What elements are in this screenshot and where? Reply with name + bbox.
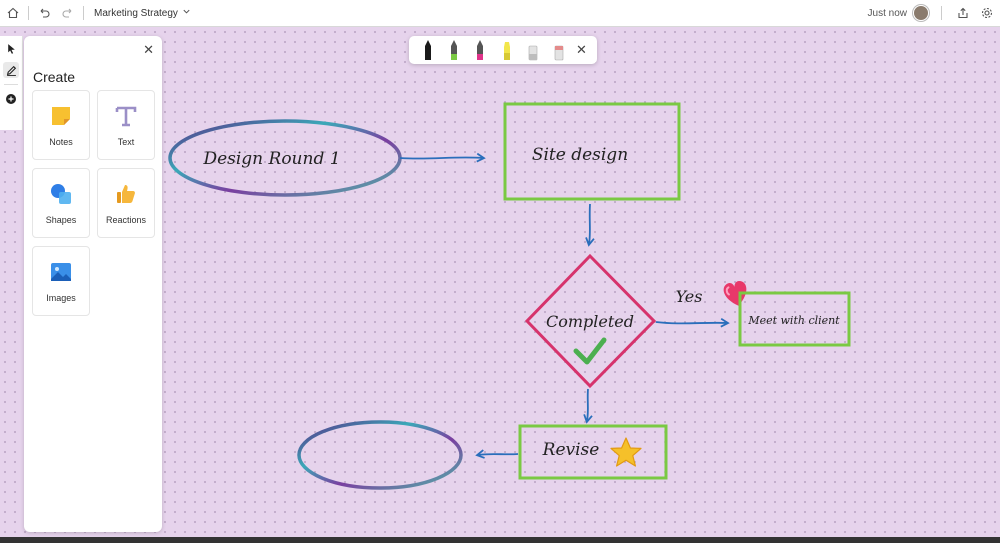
arrow-connector[interactable] — [399, 152, 486, 163]
arrow-connector[interactable] — [475, 449, 519, 459]
create-notes-button[interactable]: Notes — [32, 90, 90, 160]
card-label: Notes — [49, 137, 73, 147]
completed-diamond[interactable]: Completed — [524, 253, 657, 389]
undo-icon[interactable] — [35, 4, 53, 22]
arrow-connector[interactable] — [585, 203, 595, 247]
card-label: Text — [117, 137, 135, 147]
image-icon — [48, 259, 74, 285]
card-label: Shapes — [45, 215, 77, 225]
share-icon[interactable] — [954, 4, 972, 22]
whiteboard-canvas[interactable] — [0, 27, 1000, 537]
divider — [941, 6, 942, 20]
close-icon[interactable]: ✕ — [143, 42, 154, 57]
pen-toolbar: ✕ — [409, 36, 597, 64]
sticky-note-icon — [48, 103, 74, 129]
create-shapes-button[interactable]: Shapes — [32, 168, 90, 238]
pointer-icon[interactable] — [3, 40, 19, 56]
add-circle-icon[interactable] — [3, 91, 19, 107]
thumbs-up-icon — [113, 181, 139, 207]
site-design-label: Site design — [532, 145, 628, 165]
document-title-button[interactable]: Marketing Strategy — [90, 5, 195, 21]
top-bar: Marketing Strategy Just now — [0, 0, 1000, 27]
settings-icon[interactable] — [978, 4, 996, 22]
meet-client-box[interactable]: Meet with client — [738, 291, 851, 347]
design-round-label: Design Round 1 — [202, 149, 340, 169]
save-status: Just now — [867, 7, 907, 19]
revise-label: Revise — [542, 440, 600, 460]
topbar-right: Just now — [868, 0, 996, 26]
completed-label: Completed — [546, 312, 634, 331]
lasso-eraser-icon[interactable] — [550, 39, 568, 61]
arrow-connector[interactable] — [583, 388, 593, 424]
yes-label: Yes — [676, 287, 703, 306]
design-round-ellipse[interactable]: Design Round 1 — [168, 119, 402, 197]
eraser-icon[interactable] — [524, 39, 542, 61]
green-pen-icon[interactable] — [445, 39, 463, 61]
close-icon[interactable]: ✕ — [576, 42, 587, 57]
tool-rail — [0, 36, 23, 130]
site-design-box[interactable]: Site design — [503, 102, 681, 201]
divider — [28, 6, 29, 20]
text-icon — [113, 103, 139, 129]
card-label: Reactions — [105, 215, 147, 225]
divider — [83, 6, 84, 20]
yellow-highlighter-icon[interactable] — [498, 39, 516, 61]
star-icon[interactable] — [610, 437, 642, 467]
redo-icon[interactable] — [59, 4, 77, 22]
create-text-button[interactable]: Text — [97, 90, 155, 160]
create-images-button[interactable]: Images — [32, 246, 90, 316]
bottom-bar — [0, 537, 1000, 543]
avatar[interactable] — [913, 5, 929, 21]
pen-icon[interactable] — [3, 62, 19, 78]
chevron-down-icon — [182, 7, 191, 19]
arrow-connector[interactable] — [655, 317, 730, 328]
empty-ellipse[interactable] — [297, 420, 463, 490]
create-reactions-button[interactable]: Reactions — [97, 168, 155, 238]
card-label: Images — [46, 293, 76, 303]
divider — [4, 84, 18, 85]
panel-title: Create — [33, 69, 76, 85]
home-icon[interactable] — [4, 4, 22, 22]
pink-pen-icon[interactable] — [471, 39, 489, 61]
black-pen-icon[interactable] — [419, 39, 437, 61]
document-title: Marketing Strategy — [94, 7, 178, 19]
checkmark-icon — [573, 337, 607, 365]
shapes-icon — [48, 181, 74, 207]
meet-client-label: Meet with client — [747, 314, 840, 327]
revise-box[interactable]: Revise — [518, 424, 668, 480]
create-panel: ✕ Create Notes Text Shapes Reactions Ima… — [24, 36, 162, 532]
